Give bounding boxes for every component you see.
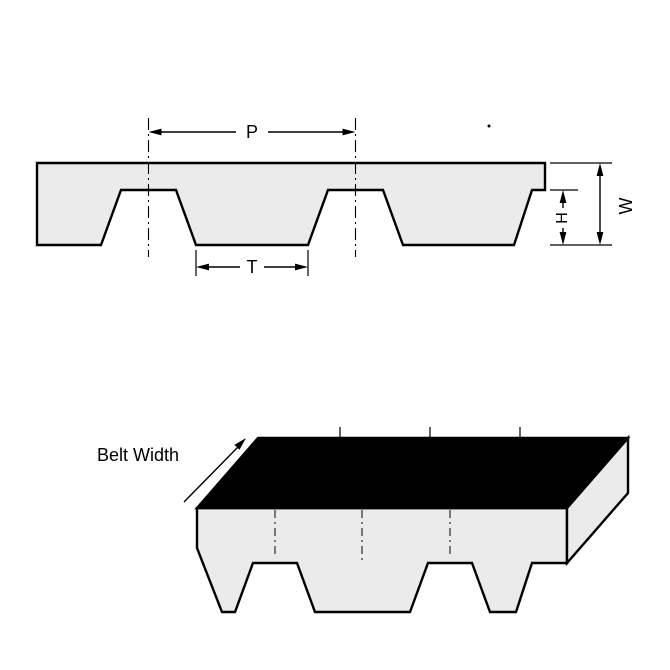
belt-width-leader-line xyxy=(183,446,239,503)
belt-thickness-label: W xyxy=(616,198,636,215)
pitch-label: P xyxy=(246,122,258,142)
pitch-arrow-right-icon xyxy=(342,128,356,136)
tooth-height-arrow-down-icon xyxy=(559,232,567,245)
belt-width-arrow-icon xyxy=(234,438,246,450)
belt-front-face xyxy=(195,506,569,614)
cross-section-view: P T H W xyxy=(35,118,636,277)
tooth-height-dimension: H xyxy=(554,190,571,245)
belt-thickness-arrow-up-icon xyxy=(596,163,604,176)
tooth-width-dimension: T xyxy=(195,250,309,277)
belt-width-label: Belt Width xyxy=(97,445,179,465)
tooth-height-arrow-up-icon xyxy=(559,190,567,203)
tooth-width-arrow-right-icon xyxy=(295,263,308,271)
belt-thickness-dimension: W xyxy=(596,163,636,245)
belt-thickness-arrow-down-icon xyxy=(596,232,604,245)
tooth-height-label: H xyxy=(554,212,571,224)
stray-dot xyxy=(487,124,491,128)
tooth-width-label: T xyxy=(247,257,258,277)
pitch-dimension: P xyxy=(148,122,356,142)
belt-top-face xyxy=(194,436,631,510)
belt-width-annotation: Belt Width xyxy=(97,438,246,503)
pitch-arrow-left-icon xyxy=(148,128,162,136)
tooth-width-arrow-left-icon xyxy=(196,263,209,271)
belt-profile xyxy=(35,161,547,247)
perspective-view: Belt Width xyxy=(97,427,631,614)
